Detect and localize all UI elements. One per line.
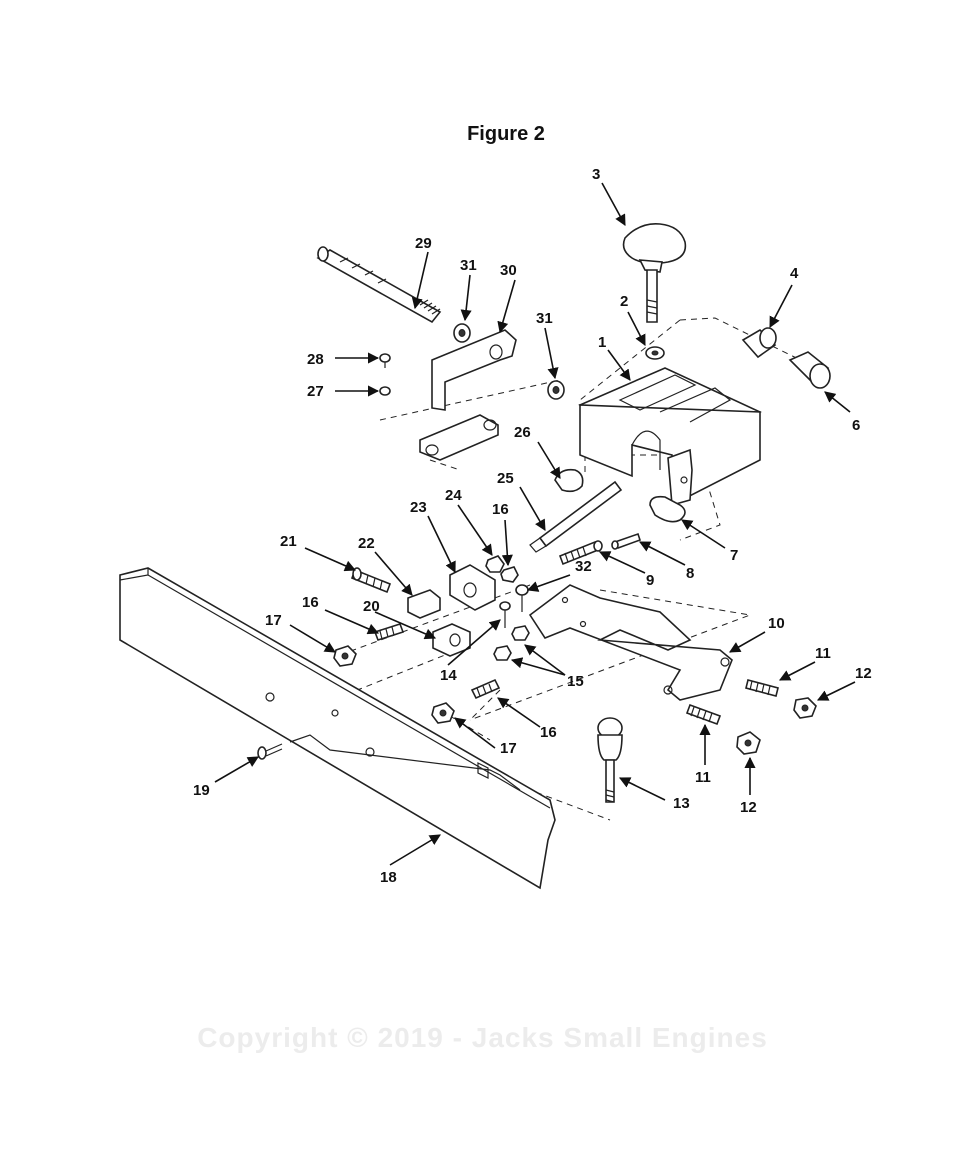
part-7-slotted-link	[649, 495, 686, 523]
callout-16-left: 16	[302, 594, 319, 611]
callout-26: 26	[514, 424, 531, 441]
callout-28: 28	[307, 351, 324, 368]
callout-22: 22	[358, 535, 375, 552]
part-16-bolt-left	[373, 623, 405, 641]
part-16-nut-upper	[500, 566, 519, 583]
part-32-screw	[515, 584, 529, 612]
callout-21: 21	[280, 533, 297, 550]
part-30-bracket	[431, 329, 517, 411]
part-14-screw	[499, 601, 511, 628]
part-19-screw	[257, 743, 283, 760]
callout-9: 9	[646, 572, 654, 589]
leader-arrows	[214, 182, 856, 866]
callout-11-right: 11	[815, 645, 831, 662]
part-25-pin	[529, 480, 623, 553]
callout-2: 2	[620, 293, 628, 310]
part-21-bolt	[350, 567, 392, 594]
part-22-clamp	[407, 589, 441, 619]
guide-blocks	[419, 414, 499, 461]
part-9-long-screw	[558, 540, 603, 566]
part-24-nut	[485, 555, 505, 573]
part-11-spring-right	[745, 679, 779, 697]
callout-17-left: 17	[265, 612, 282, 629]
callout-30: 30	[500, 262, 517, 279]
callout-15: 15	[567, 673, 584, 690]
part-15-nut-upper	[511, 625, 530, 641]
callout-10: 10	[768, 615, 785, 632]
part-6-plug	[788, 351, 831, 389]
part-29-threaded-shaft	[316, 246, 442, 324]
figure-title: Figure 2	[467, 123, 545, 145]
callout-14: 14	[440, 667, 457, 684]
part-26-cam	[554, 468, 584, 493]
part-17-nut-left	[333, 645, 357, 667]
callout-7: 7	[730, 547, 738, 564]
callout-8: 8	[686, 565, 694, 582]
callout-27: 27	[307, 383, 324, 400]
callout-6: 6	[852, 417, 860, 434]
callout-17-lower: 17	[500, 740, 517, 757]
part-12-nut-lower	[736, 731, 761, 755]
callout-24: 24	[445, 487, 462, 504]
part-15-nut-lower	[493, 645, 512, 661]
callout-1: 1	[598, 334, 606, 351]
part-31-washer-upper	[453, 323, 471, 343]
callout-29: 29	[415, 235, 432, 252]
copyright-watermark: Copyright © 2019 - Jacks Small Engines	[197, 1022, 768, 1053]
part-8-screw	[611, 532, 642, 550]
part-12-nut-right	[793, 697, 817, 719]
callout-13: 13	[673, 795, 690, 812]
part-2-washer	[645, 346, 665, 360]
callout-11-lower: 11	[695, 769, 711, 786]
part-27-lock-washer	[379, 386, 391, 396]
part-3-knob	[622, 222, 687, 323]
callout-19: 19	[193, 782, 210, 799]
callout-23: 23	[410, 499, 427, 516]
part-20-block	[432, 623, 471, 657]
callout-4: 4	[790, 265, 799, 282]
callout-12-right: 12	[855, 665, 872, 682]
callout-3: 3	[592, 166, 600, 183]
callout-18: 18	[380, 869, 397, 886]
part-16-bolt-lower	[470, 678, 501, 700]
callout-25: 25	[497, 470, 514, 487]
callout-12-lower: 12	[740, 799, 757, 816]
callout-31-lower: 31	[536, 310, 553, 327]
part-11-spring-lower	[685, 703, 722, 726]
part-13-knob-bolt	[597, 717, 623, 803]
callout-labels: 3 2 1 4 6 7 8 9 10 11 12 11 12 13 14 15 …	[193, 166, 872, 886]
callout-32: 32	[575, 558, 592, 575]
callout-31-upper: 31	[460, 257, 477, 274]
callout-16-lower: 16	[540, 724, 557, 741]
part-18-fence-rail	[119, 567, 556, 890]
part-23-block	[449, 564, 496, 611]
part-31-washer-lower	[547, 380, 565, 400]
callout-16-upper: 16	[492, 501, 509, 518]
part-1-housing	[578, 367, 762, 507]
callout-20: 20	[363, 598, 380, 615]
part-10-lever-arm	[528, 584, 733, 701]
part-17-nut-lower	[431, 702, 455, 724]
part-28-screw	[379, 353, 391, 368]
part-4-bushing	[741, 327, 777, 359]
